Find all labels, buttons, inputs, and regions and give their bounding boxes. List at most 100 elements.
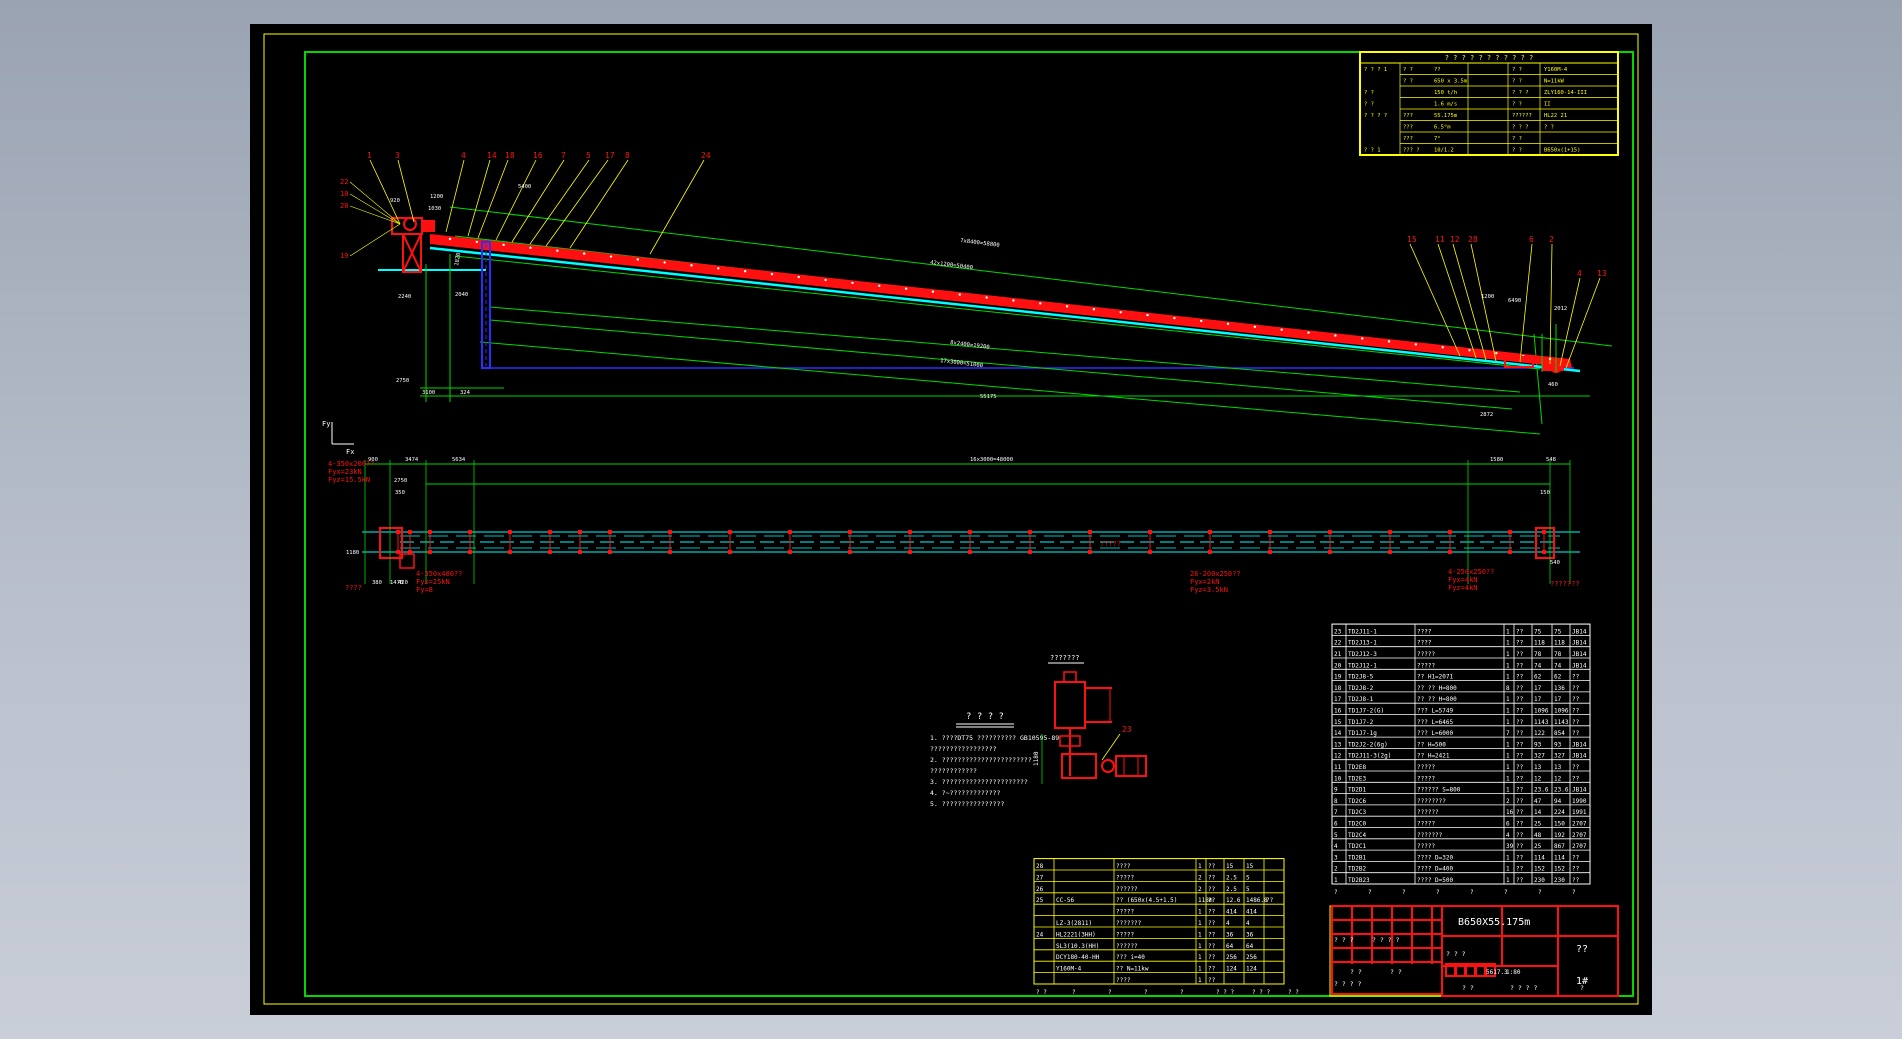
bom-cell: 94 (1554, 798, 1562, 805)
bom-cell: ?? H=500 (1417, 741, 1446, 748)
leader-line (467, 159, 491, 237)
bom-cell: 78 (1554, 651, 1562, 658)
bom-cell: 48 (1534, 832, 1542, 839)
bom-header: ? (1144, 989, 1148, 996)
bom-cell: 4 (1246, 920, 1250, 927)
bom-cell: 4 (1506, 832, 1510, 839)
bom-cell: 124 (1226, 966, 1237, 973)
bom-header: ? (1402, 889, 1406, 896)
part-label: 2 (1549, 235, 1554, 244)
bom-cell: 36 (1226, 931, 1234, 938)
bom-cell: TD1J7-1g (1348, 730, 1377, 737)
bom-header: ? ? ? (1252, 989, 1270, 996)
anchor-mark (1028, 530, 1032, 534)
bom-cell: ????? (1417, 764, 1435, 771)
bom-cell: ?? (1516, 843, 1524, 850)
tech-table-cell: ? ? (1512, 102, 1522, 108)
bom-cell: 75 (1554, 628, 1562, 635)
anchor-mark (608, 550, 612, 554)
belt-return-line (429, 246, 1581, 373)
idler-mark (743, 269, 747, 273)
plan-dimension-text: 380 (372, 580, 382, 586)
title-cell-text: ? ? ? ? (1372, 936, 1399, 944)
bom-cell: 2 (1198, 886, 1202, 893)
bom-cell: TD2C6 (1348, 798, 1366, 805)
bom-cell: TD2J11-3(2g) (1348, 753, 1391, 760)
note-line: 3. ?????????????????????? (930, 778, 1028, 786)
bom-cell: 13 (1534, 764, 1542, 771)
idler-mark (609, 255, 613, 258)
bom-cell: DCY180-40-HH (1056, 954, 1100, 961)
bom-cell: ?? (1208, 897, 1216, 904)
bom-cell: 12 (1554, 775, 1562, 782)
bom-cell: 1 (1198, 954, 1202, 961)
dimension-text: 920 (390, 198, 400, 204)
bom-header: ? (1504, 889, 1508, 896)
bom-cell: ?????? (1116, 943, 1138, 950)
bom-cell: 867 (1554, 843, 1565, 850)
idler-mark (1307, 331, 1310, 334)
bom-cell: 23.6 (1554, 787, 1569, 794)
bom-cell: ?? (1208, 909, 1216, 916)
part-label: 13 (1597, 269, 1607, 278)
bom-cell: 2707 (1572, 832, 1587, 839)
dimension-text: 17x3000=51000 (940, 358, 983, 369)
plan-center-label: ????? (1100, 540, 1121, 548)
bom-cell: 62 (1534, 674, 1542, 681)
bom-cell: 7 (1334, 809, 1338, 816)
cad-viewport[interactable]: ? ? ? ? ? ? ? ? ? ? ? ? ? ? 1? ???? ?Y16… (250, 24, 1652, 1015)
bom-cell: 2707 (1572, 821, 1587, 828)
axis-indicator: Fy Fx (322, 420, 354, 456)
bom-cell: 1 (1198, 920, 1202, 927)
dimension-text: 1820 (454, 252, 462, 266)
bom-cell: 12 (1534, 775, 1542, 782)
bom-cell: 1 (1506, 787, 1510, 794)
bom-cell: ?? (1266, 897, 1274, 904)
bom-cell: TD2J11-1 (1348, 628, 1377, 635)
bom-cell: 75 (1534, 628, 1542, 635)
bom-cell: ???? D=500 (1417, 877, 1454, 884)
part-label: 17 (605, 151, 615, 160)
plan-left-label: ???? (345, 584, 362, 592)
bom-cell: 1 (1506, 696, 1510, 703)
notes: ? ? ? ? 1. ????DT75 ?????????? GB10595-8… (930, 712, 1059, 808)
bom-cell: 1 (1506, 674, 1510, 681)
bom-cell: 23 (1334, 628, 1342, 635)
bom-cell: ?? (1572, 719, 1580, 726)
bom-cell: 1096 (1554, 708, 1569, 715)
idler-mark (931, 290, 935, 293)
tech-table-cell: Y160M-4 (1544, 67, 1568, 73)
bom-cell: 854 (1554, 730, 1565, 737)
bom-cell: ?? (1208, 920, 1216, 927)
bom-cell: 124 (1246, 966, 1257, 973)
part-label: 4 (461, 151, 466, 160)
bom-cell: 62 (1554, 674, 1562, 681)
bom-cell: 8 (1506, 685, 1510, 692)
bom-cell: ????? (1417, 651, 1435, 658)
leader-line (1452, 243, 1487, 361)
bom-cell: 17 (1534, 685, 1542, 692)
title-ref: 5617.3 (1486, 969, 1508, 976)
part-label: 24 (701, 151, 711, 160)
title-cell-text: ? ? (1462, 984, 1474, 992)
tech-table-header: ? ? ? ? ? ? ? ? ? ? ? (1445, 54, 1534, 62)
bom-cell: ???? (1417, 640, 1432, 647)
part-label: 12 (1450, 235, 1460, 244)
title-cell (1557, 905, 1619, 997)
bom-cell: 12 (1334, 753, 1342, 760)
idler-mark (582, 252, 586, 255)
bom-cell: ?? (1516, 764, 1524, 771)
bom-cell: ??? L=5749 (1417, 708, 1454, 715)
bom-cell: ?? (1516, 809, 1524, 816)
bom-cell: TD2J12-3 (1348, 651, 1377, 658)
bom-cell: 93 (1534, 741, 1542, 748)
bom-cell: ?? (1208, 931, 1216, 938)
bom-cell: 1 (1198, 966, 1202, 973)
bom-header: ? ? (1036, 989, 1047, 996)
tech-table-cell: ? ? (1512, 136, 1522, 142)
bom-cell: TD2D1 (1348, 787, 1366, 794)
bom-cell: ???????? (1417, 798, 1446, 805)
bom-cell: ????? (1417, 843, 1435, 850)
bom-cell: 230 (1534, 877, 1545, 884)
tech-table-cell: 150 t/h (1434, 90, 1457, 96)
